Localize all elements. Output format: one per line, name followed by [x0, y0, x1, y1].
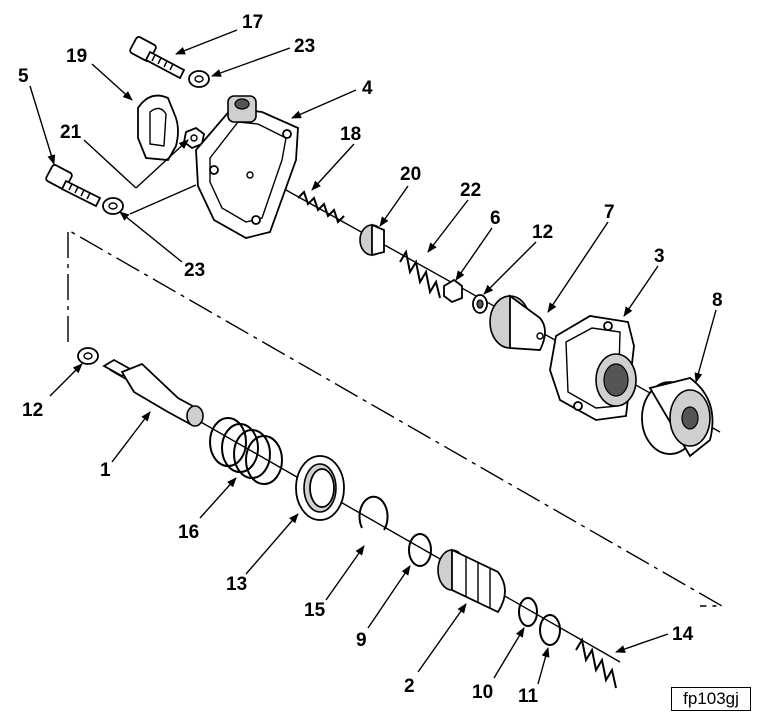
callout-23-bottom: 23: [184, 260, 205, 281]
part-13-ring: [295, 455, 345, 521]
part-19-clamp: [137, 94, 179, 161]
part-18-spring: [297, 190, 345, 224]
part-12-washer-right: [472, 294, 488, 314]
callout-8: 8: [712, 290, 723, 311]
part-23-washer-bottom: [102, 197, 124, 215]
callout-16: 16: [178, 522, 199, 543]
callout-6: 6: [490, 208, 501, 229]
part-4-cover-plate: [195, 95, 299, 239]
part-17-screw: [129, 36, 186, 80]
callout-17: 17: [242, 12, 263, 33]
callout-labels: 17 23 4 5 19 21 18 23 20 22 6 12 7 3 8 1…: [18, 12, 723, 707]
callout-20: 20: [400, 164, 421, 185]
callout-7: 7: [604, 202, 615, 223]
callout-19: 19: [66, 46, 87, 67]
callout-18: 18: [340, 124, 361, 145]
part-12-washer-left: [77, 347, 99, 365]
callout-23-top: 23: [294, 36, 315, 57]
callout-10: 10: [472, 682, 493, 703]
callout-4: 4: [362, 78, 373, 99]
part-3-housing: [549, 315, 637, 421]
callout-9: 9: [356, 630, 367, 651]
part-6-nut: [443, 278, 463, 304]
callout-12-right: 12: [532, 222, 553, 243]
part-14-spring: [575, 637, 617, 689]
callout-22: 22: [460, 180, 481, 201]
callout-3: 3: [654, 246, 665, 267]
callout-12-left: 12: [22, 400, 43, 421]
part-7-cup: [489, 294, 546, 351]
part-15-snap-ring: [358, 495, 389, 531]
callout-14: 14: [672, 624, 694, 645]
callout-13: 13: [226, 574, 247, 595]
leader-lines: [29, 29, 717, 685]
part-5-screw: [45, 164, 102, 208]
part-8-pulley: [641, 377, 714, 458]
callout-1: 1: [100, 460, 111, 481]
callout-15: 15: [304, 600, 326, 621]
callout-11: 11: [518, 686, 539, 707]
part-22-spring: [399, 249, 441, 299]
part-1-shaft: [102, 358, 204, 427]
part-11-ring: [539, 614, 561, 646]
part-2-piston: [437, 548, 506, 614]
part-23-washer-top: [188, 70, 210, 88]
part-16-spring: [209, 417, 283, 485]
callout-5: 5: [18, 66, 29, 87]
part-10-ring: [518, 597, 538, 627]
callout-21: 21: [60, 122, 82, 143]
figure-id-label: fp103gj: [671, 687, 751, 711]
part-9-o-ring: [408, 533, 432, 567]
callout-2: 2: [404, 676, 415, 697]
part-20-plunger: [359, 223, 385, 257]
